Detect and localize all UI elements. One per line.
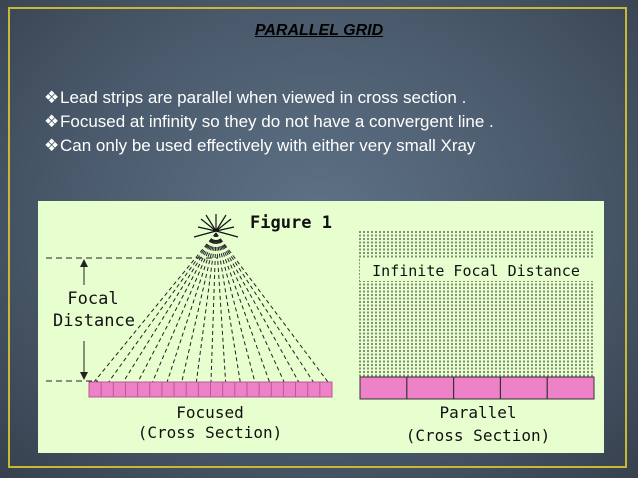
focused-ray: [215, 232, 241, 383]
focal-point-icon: [193, 214, 239, 238]
focused-ray: [215, 232, 256, 383]
focused-ray: [108, 232, 217, 383]
focused-ray: [215, 232, 300, 383]
parallel-subcaption: (Cross Section): [406, 426, 551, 445]
bullet-text: Focused at infinity so they do not have …: [60, 112, 494, 131]
focal-distance-label-1: Focal: [67, 289, 118, 309]
bullet-list: ❖ Lead strips are parallel when viewed i…: [44, 86, 604, 158]
figure-title: Figure 1: [250, 213, 332, 233]
focused-caption: Focused: [176, 403, 243, 422]
focused-rays: [93, 232, 329, 383]
parallel-lines: [359, 231, 593, 377]
bullet-item: ❖ Lead strips are parallel when viewed i…: [44, 86, 604, 110]
bullet-text: Can only be used effectively with either…: [60, 136, 476, 155]
focal-distance-label-2: Distance: [53, 311, 135, 331]
focused-ray: [137, 232, 217, 383]
diamond-bullet-icon: ❖: [44, 112, 60, 131]
infinite-focal-label: Infinite Focal Distance: [372, 262, 580, 280]
focused-ray: [166, 232, 217, 383]
focused-ray: [152, 232, 217, 383]
focused-ray: [215, 232, 285, 383]
arrow-down-icon: [80, 372, 88, 380]
grid-diagram-figure: Focal Distance Focused (Cross Section) F…: [38, 201, 604, 453]
focused-ray: [210, 232, 217, 383]
parallel-caption: Parallel: [439, 403, 516, 422]
slide-title: PARALLEL GRID: [254, 22, 384, 39]
parallel-grid-bar: [359, 376, 595, 400]
slide-frame: [8, 7, 627, 468]
bullet-text: Lead strips are parallel when viewed in …: [60, 88, 467, 107]
focused-subcaption: (Cross Section): [138, 423, 283, 442]
focused-ray: [215, 232, 270, 383]
infinite-label-bg: [360, 259, 594, 281]
focused-ray: [215, 232, 314, 383]
focused-ray: [215, 232, 329, 383]
focused-ray: [181, 232, 217, 383]
bullet-item: ❖ Can only be used effectively with eith…: [44, 134, 604, 158]
grid-diagram-svg: Focal Distance Focused (Cross Section) F…: [46, 213, 595, 445]
bullet-item: ❖ Focused at infinity so they do not hav…: [44, 110, 604, 134]
diamond-bullet-icon: ❖: [44, 88, 60, 107]
focused-ray: [122, 232, 217, 383]
diamond-bullet-icon: ❖: [44, 136, 60, 155]
arrow-up-icon: [80, 259, 88, 267]
